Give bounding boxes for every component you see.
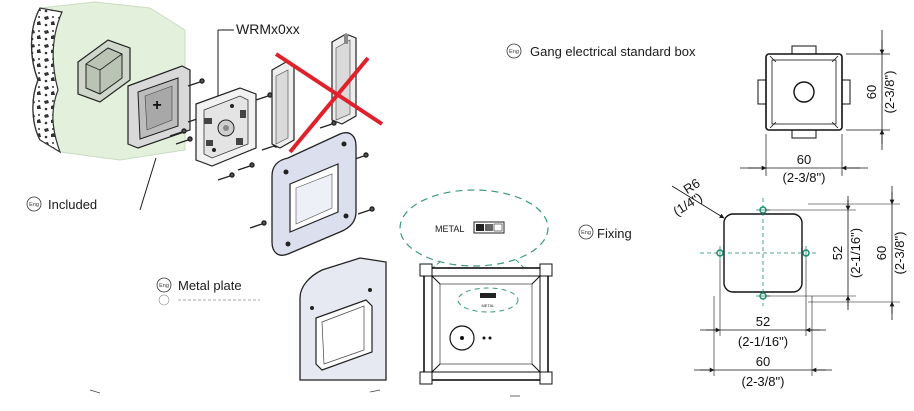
metal-plate-label: Metal plate [178, 278, 242, 293]
box-width-mm: 60 [797, 152, 811, 167]
box-top-view: METAL [419, 263, 553, 385]
box-height-in: (2-3/8") [882, 71, 897, 114]
model-label: WRMx0xx [236, 21, 300, 37]
eng-badge-icon [578, 224, 594, 240]
cross-line-2 [288, 56, 370, 154]
wrm-module [195, 87, 257, 167]
gang-box-callout: Eng Gang electrical standard box [506, 43, 696, 59]
box-drawing-top [757, 45, 851, 139]
metal-zoom-callout: METAL [399, 189, 549, 277]
cover-plate [271, 132, 357, 256]
metal-small-label: METAL [481, 303, 495, 308]
dim-box-height: 60 (2-3/8") [846, 30, 897, 150]
outer-horizontal-in: (2-3/8") [742, 374, 785, 389]
box-height-mm: 60 [864, 85, 879, 99]
included-label: Included [48, 197, 97, 212]
dim-radius: R6 (1/4") [670, 175, 725, 219]
radius-mm: R6 [681, 175, 703, 197]
plus-sign-label: + [152, 97, 161, 114]
outer-vertical-in: (2-3/8") [892, 232, 907, 275]
fixing-drawing [700, 198, 818, 306]
dim-inner-vertical: 52 (2-1/16") [766, 196, 863, 310]
cross-line-1 [274, 52, 384, 126]
box-width-in: (2-3/8") [783, 170, 826, 185]
inner-horizontal-in: (2-1/16") [738, 334, 788, 349]
gang-box-label: Gang electrical standard box [530, 44, 696, 59]
eng-badge-icon [26, 196, 42, 212]
eng-badge-text: Eng [29, 202, 39, 208]
inner-horizontal-mm: 52 [756, 314, 770, 329]
dim-inner-horizontal: 52 (2-1/16") [700, 260, 826, 349]
metal-zoom-label: METAL [435, 224, 464, 234]
inner-vertical-in: (2-1/16") [848, 228, 863, 278]
fixing-label: Fixing [597, 226, 632, 241]
model-callout: WRMx0xx [217, 21, 300, 96]
mounting-frame: + [127, 65, 191, 149]
bars-excluded [271, 33, 384, 154]
metal-plate-callout: Eng Metal plate [156, 277, 260, 306]
eng-badge-icon [156, 277, 172, 293]
metal-plate-view [299, 257, 387, 381]
dim-box-width: 60 (2-3/8") [740, 134, 868, 185]
outer-horizontal-mm: 60 [756, 354, 770, 369]
dim-outer-horizontal: 60 (2-3/8") [694, 296, 832, 389]
fixing-callout: Eng Fixing [578, 224, 632, 241]
inner-vertical-mm: 52 [830, 246, 845, 260]
eng-badge-text: Eng [509, 49, 519, 55]
bottom-edge-lines [89, 389, 520, 397]
outer-vertical-mm: 60 [874, 246, 889, 260]
dim-outer-vertical: 60 (2-3/8") [808, 186, 907, 320]
eng-badge-text: Eng [159, 283, 169, 289]
eng-badge-text: Eng [581, 230, 591, 236]
eng-badge-icon [506, 43, 522, 59]
included-callout: Eng Included [26, 157, 157, 212]
